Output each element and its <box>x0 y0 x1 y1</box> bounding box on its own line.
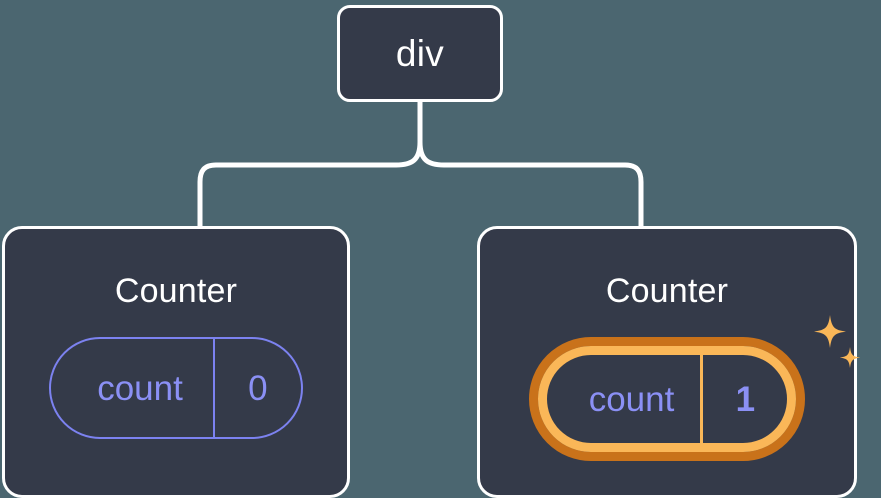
state-pill-value: 0 <box>248 368 268 408</box>
counter-right-title: Counter <box>605 272 729 310</box>
counter-left-title: Counter <box>114 272 238 310</box>
sparkle-icon <box>814 315 847 348</box>
state-pill-key: count <box>97 368 183 408</box>
state-pill-key: count <box>588 379 675 419</box>
node-div-label: div <box>395 33 445 74</box>
state-pill-highlight-ring-outer: count 1 <box>528 337 806 461</box>
state-pill-divider <box>212 339 215 437</box>
state-pill-value: 1 <box>735 379 756 419</box>
node-counter-left[interactable]: Counter count 0 <box>2 226 350 498</box>
state-pill-divider <box>700 355 704 443</box>
state-pill-count-highlighted[interactable]: count 1 <box>537 346 797 452</box>
node-counter-right[interactable]: Counter count 1 <box>477 226 861 498</box>
sparkle-small-icon <box>840 347 861 368</box>
counter-left-state-pill-wrap: count 0 <box>49 337 303 439</box>
sparkle-group <box>814 315 861 368</box>
node-div[interactable]: div <box>337 5 503 102</box>
state-pill-count[interactable]: count 0 <box>49 337 303 439</box>
counter-right-state-pill-wrap: count 1 <box>528 315 861 461</box>
